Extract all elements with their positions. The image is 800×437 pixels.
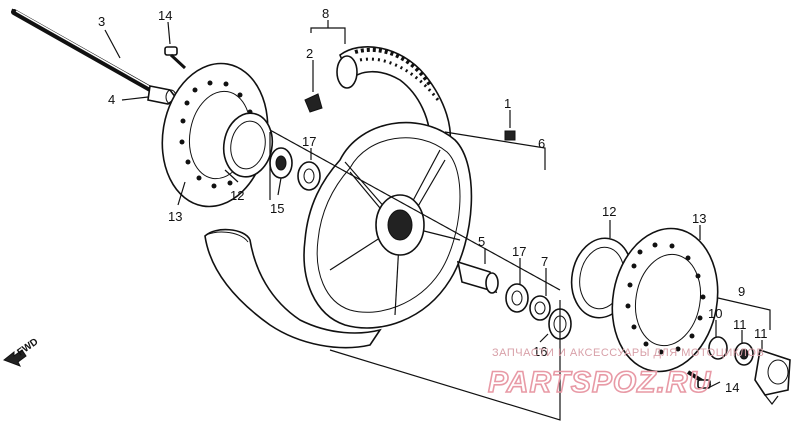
left-disc-gasket [222,112,274,178]
disc-bolt-top [164,46,187,70]
callout-5: 5 [478,234,485,249]
callout-15: 15 [270,201,284,216]
callout-17-left: 17 [302,134,316,149]
callout-9: 9 [738,284,745,299]
callout-14-top: 14 [158,8,172,23]
left-wheel-bearing [269,147,293,179]
right-dust-seal [529,295,551,321]
watermark-caption: ЗАПЧАСТИ И АКСЕССУАРЫ ДЛЯ МОТОЦИКЛОВ [492,347,764,359]
callout-17-right: 17 [512,244,526,259]
tire-valve [304,93,323,113]
callout-2: 2 [306,46,313,61]
callout-12-left: 12 [230,188,244,203]
callout-13-left: 13 [168,209,182,224]
small-nut [504,130,516,141]
right-wheel-bearing [505,283,529,313]
callout-7: 7 [541,254,548,269]
fwd-label: FWD [15,336,40,358]
callout-12-right: 12 [602,204,616,219]
disc-bolt-bottom [686,370,712,389]
cast-wheel [303,121,473,329]
distance-collar [456,260,499,294]
axle [11,8,155,93]
tire [204,46,452,349]
callout-16: 16 [533,344,547,359]
callout-6: 6 [538,136,545,151]
watermark-brand: PARTSPOZ.RU [488,366,712,399]
right-brake-disc [611,227,719,373]
callout-14-bottom: 14 [725,380,739,395]
left-dust-seal [297,161,321,191]
speedometer-gearbox [708,336,791,405]
leader-lines [104,20,771,421]
callout-13-right: 13 [692,211,706,226]
callout-3: 3 [98,14,105,29]
forward-direction-indicator: FWD [3,336,40,367]
callout-10: 10 [708,306,722,321]
callout-1: 1 [504,96,511,111]
callout-11-b: 11 [754,326,768,341]
watermark: ЗАПЧАСТИ И АКСЕССУАРЫ ДЛЯ МОТОЦИКЛОВ PAR… [487,347,764,400]
callout-4: 4 [108,92,115,107]
callout-8: 8 [322,6,329,21]
callout-11-a: 11 [733,317,747,332]
